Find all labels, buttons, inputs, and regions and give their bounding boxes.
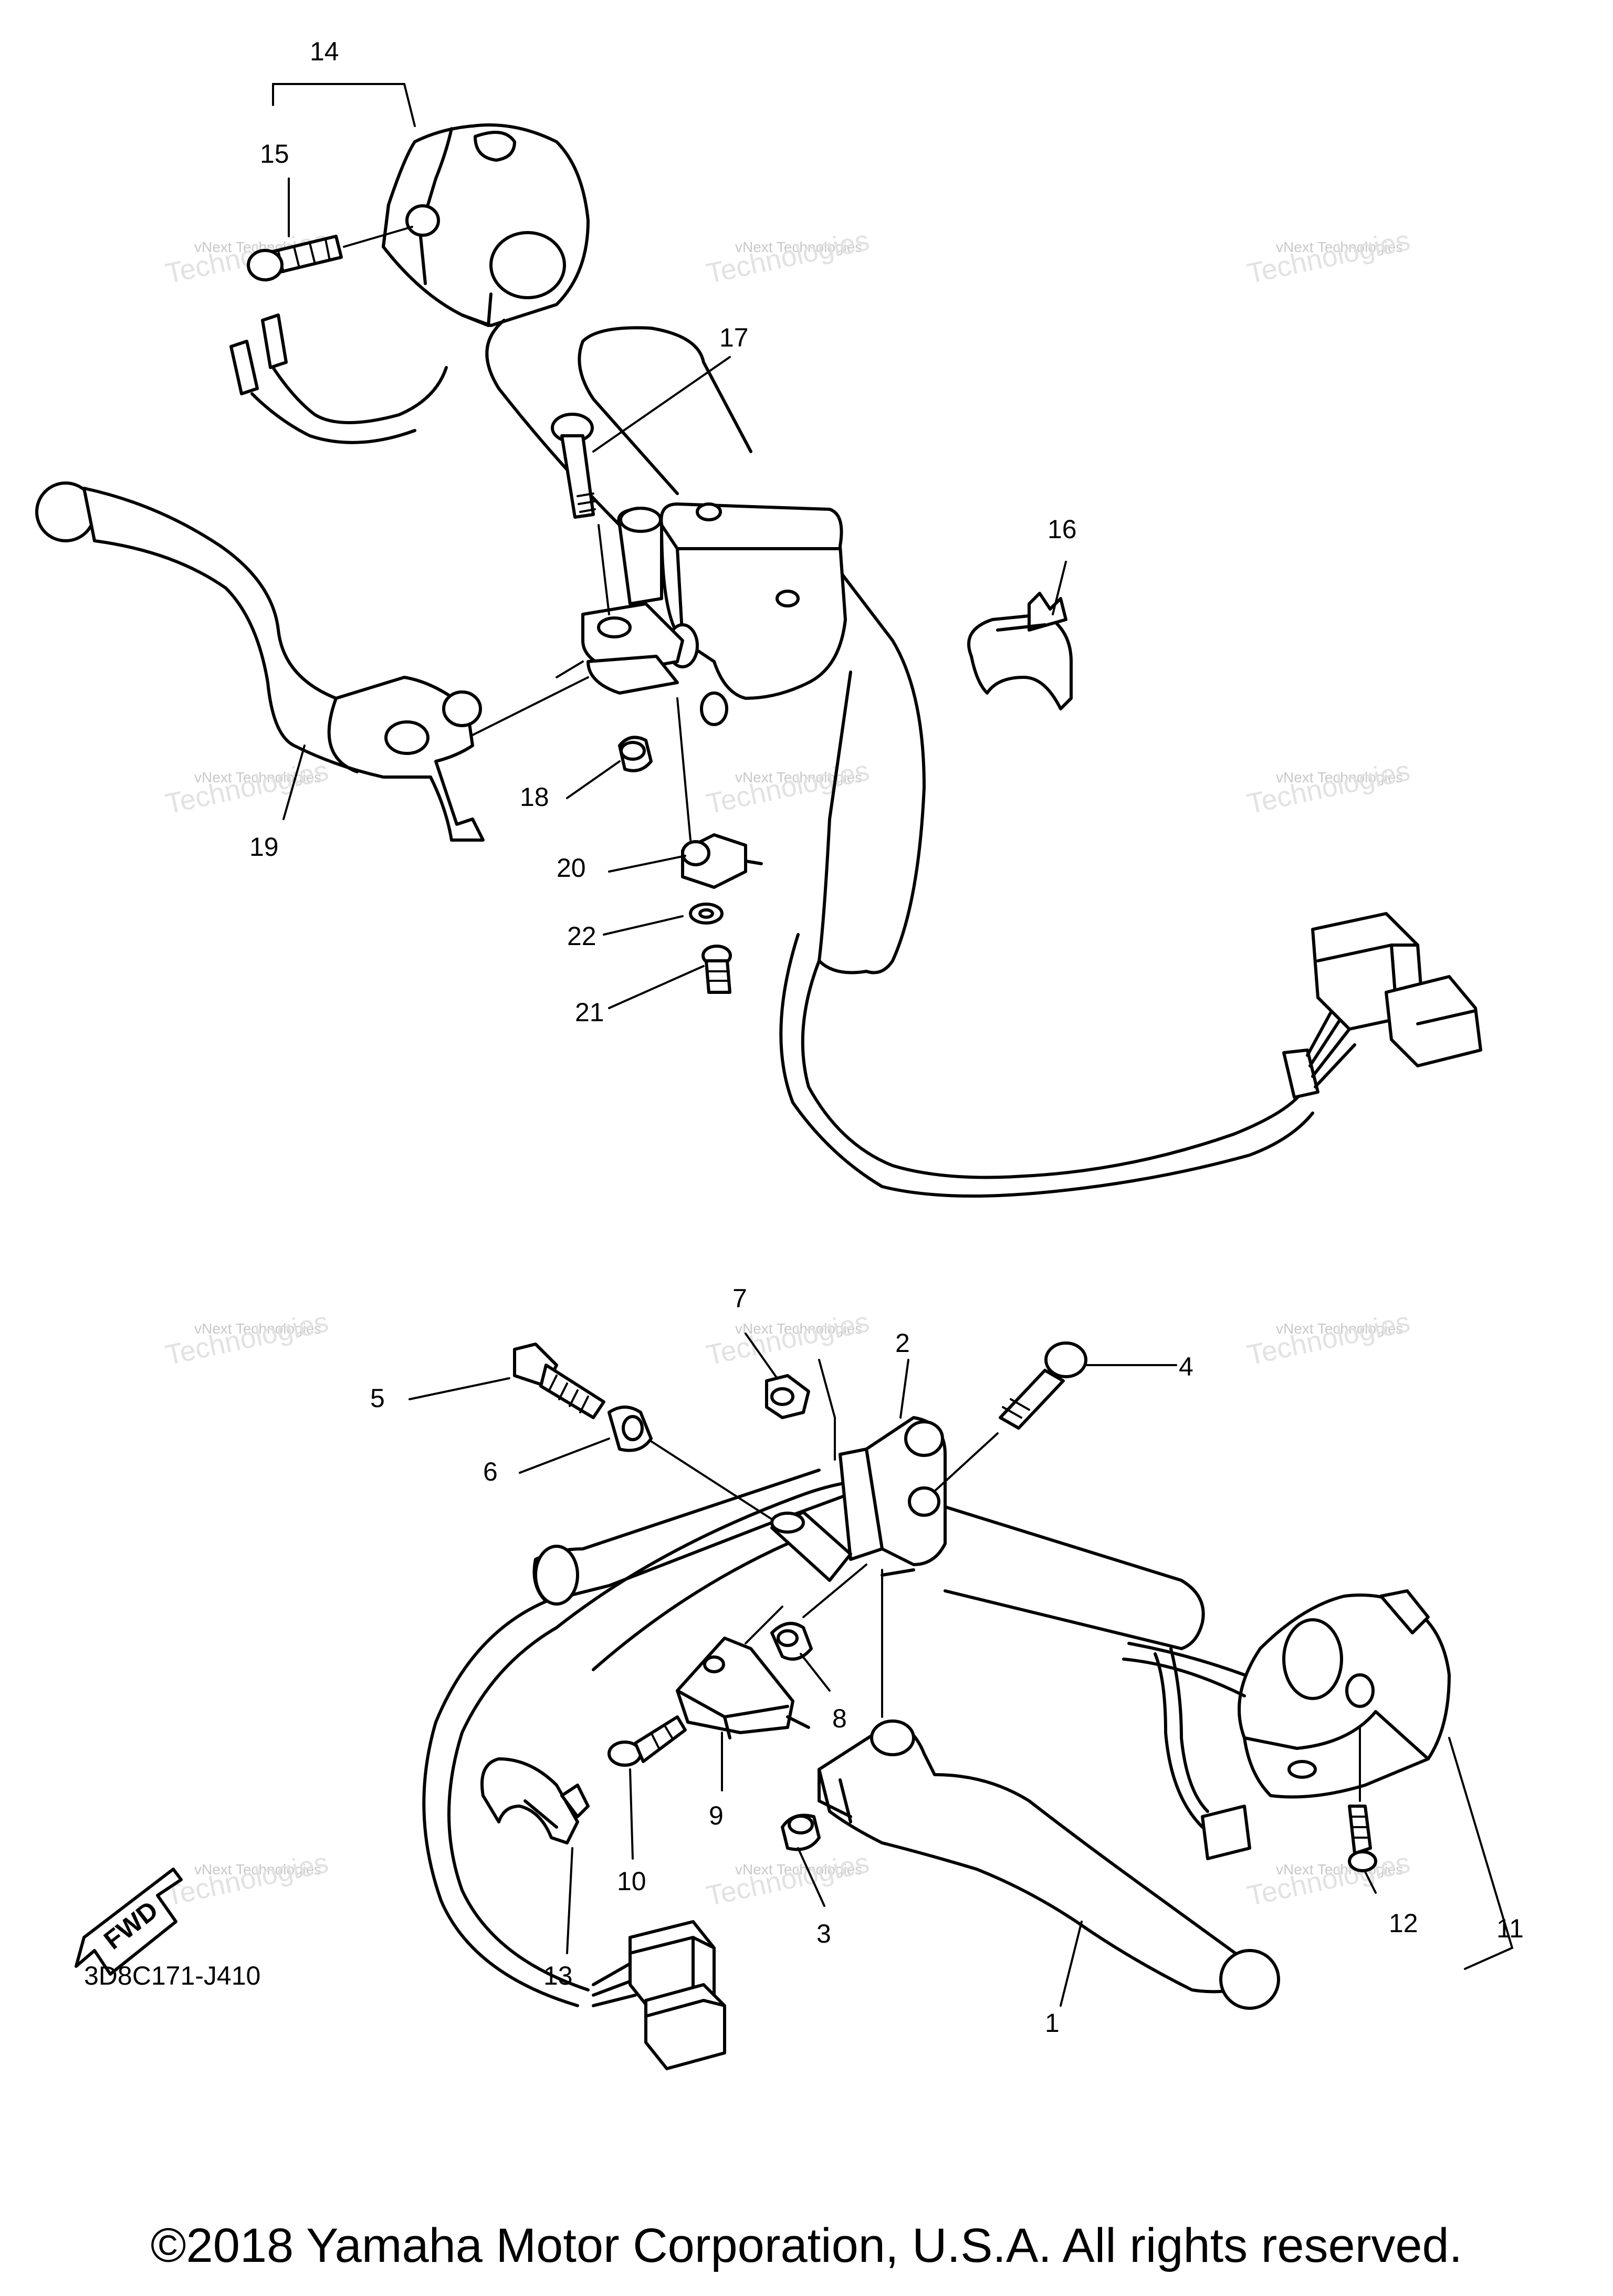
watermark-text: Technologies [704, 755, 872, 820]
part-bolt-4 [934, 1341, 1087, 1492]
part-handlebar-lower [532, 1463, 1205, 1671]
part-collar-8 [770, 1564, 867, 1661]
watermark-text: Technologies [704, 225, 872, 290]
callout-leaders [272, 83, 1514, 2007]
callout-6: 6 [483, 1457, 498, 1486]
watermark-text: Technologies [1244, 1306, 1413, 1371]
callout-14: 14 [310, 37, 339, 66]
part-bolt-7 [765, 1359, 836, 1461]
callout-8: 8 [832, 1704, 847, 1733]
part-switch-housing-lower [1122, 1589, 1451, 1799]
watermark-text: vNext Technologies [194, 1320, 321, 1337]
watermark-text: Technologies [1244, 755, 1413, 820]
callout-17: 17 [719, 323, 749, 352]
part-screw-15 [247, 226, 413, 281]
part-screw-21 [701, 945, 732, 994]
footer-copyright: ©2018 Yamaha Motor Corporation, U.S.A. A… [150, 2219, 1463, 2272]
part-screw-12 [1348, 1726, 1377, 1872]
watermark-text: vNext Technologies [1276, 1861, 1403, 1878]
callout-4: 4 [1179, 1352, 1193, 1381]
part-clamp-16 [967, 592, 1073, 710]
watermark-text: vNext Technologies [735, 1861, 862, 1878]
part-screw-10 [608, 1715, 687, 1767]
part-clutch-switch-9 [676, 1606, 810, 1739]
callout-10: 10 [617, 1867, 646, 1896]
part-wiring-harness-lower [422, 1600, 726, 2070]
part-lever-bracket-upper [556, 602, 684, 695]
part-clamp-13 [480, 1757, 590, 1844]
fwd-arrow-icon: FWD [75, 1868, 183, 1976]
watermark-text: vNext Technologies [1276, 239, 1403, 255]
watermark-text: vNext Technologies [1276, 769, 1403, 785]
part-washer-22 [689, 903, 724, 925]
part-pivot-bracket-lower [770, 1511, 852, 1582]
part-nut-18 [618, 736, 653, 772]
watermark-text: vNext Technologies [735, 239, 862, 255]
part-wire-connector-upper [229, 313, 448, 444]
part-bolt-5 [513, 1343, 605, 1419]
watermark-text: Technologies [1244, 1847, 1413, 1912]
callout-numbers: 1 2 3 4 5 6 7 8 9 10 11 12 13 14 15 16 1… [84, 37, 1524, 2038]
callout-19: 19 [249, 832, 279, 862]
callout-22: 22 [567, 921, 596, 951]
watermark-text: Technologies [163, 755, 331, 820]
part-brake-lever-upper [35, 481, 589, 842]
part-switch-wiring-lower [1154, 1647, 1251, 1860]
callout-13: 13 [543, 1961, 573, 1990]
part-clutch-lever-lower [818, 1569, 1280, 2010]
part-wiring-harness-upper [779, 912, 1482, 1198]
watermark-text: vNext Technologies [735, 769, 862, 785]
watermark-text: Technologies [163, 1306, 331, 1371]
part-collar-3 [781, 1813, 821, 1851]
part-nut-6 [608, 1406, 778, 1524]
watermark-text: vNext Technologies [1276, 1320, 1403, 1337]
callout-12: 12 [1389, 1909, 1418, 1938]
callout-21: 21 [575, 998, 604, 1027]
watermark-text: Technologies [704, 1847, 872, 1912]
callout-11: 11 [1496, 1914, 1524, 1943]
watermark-text: Technologies [1244, 225, 1413, 290]
part-holder-2 [839, 1416, 947, 1577]
callout-15: 15 [260, 139, 289, 169]
callout-7: 7 [732, 1284, 747, 1313]
watermark-text: Technologies [704, 1306, 872, 1371]
callout-18: 18 [520, 782, 549, 812]
part-code: 3D8C171-J410 [84, 1961, 260, 1990]
part-bolt-17 [551, 413, 610, 615]
callout-9: 9 [709, 1801, 724, 1830]
part-switch-housing-upper [382, 123, 590, 327]
watermark-text: vNext Technologies [735, 1320, 862, 1337]
part-brake-switch-20 [676, 697, 763, 889]
callout-20: 20 [557, 853, 586, 883]
callout-5: 5 [370, 1383, 385, 1413]
callout-3: 3 [816, 1919, 831, 1948]
watermark-text: Technologies [163, 1847, 331, 1912]
watermark-text: vNext Technologies [194, 1861, 321, 1878]
callout-2: 2 [895, 1328, 910, 1358]
callout-1: 1 [1045, 2008, 1060, 2038]
part-master-cylinder [617, 502, 847, 726]
watermark-text: vNext Technologies [194, 769, 321, 785]
callout-16: 16 [1048, 515, 1077, 544]
